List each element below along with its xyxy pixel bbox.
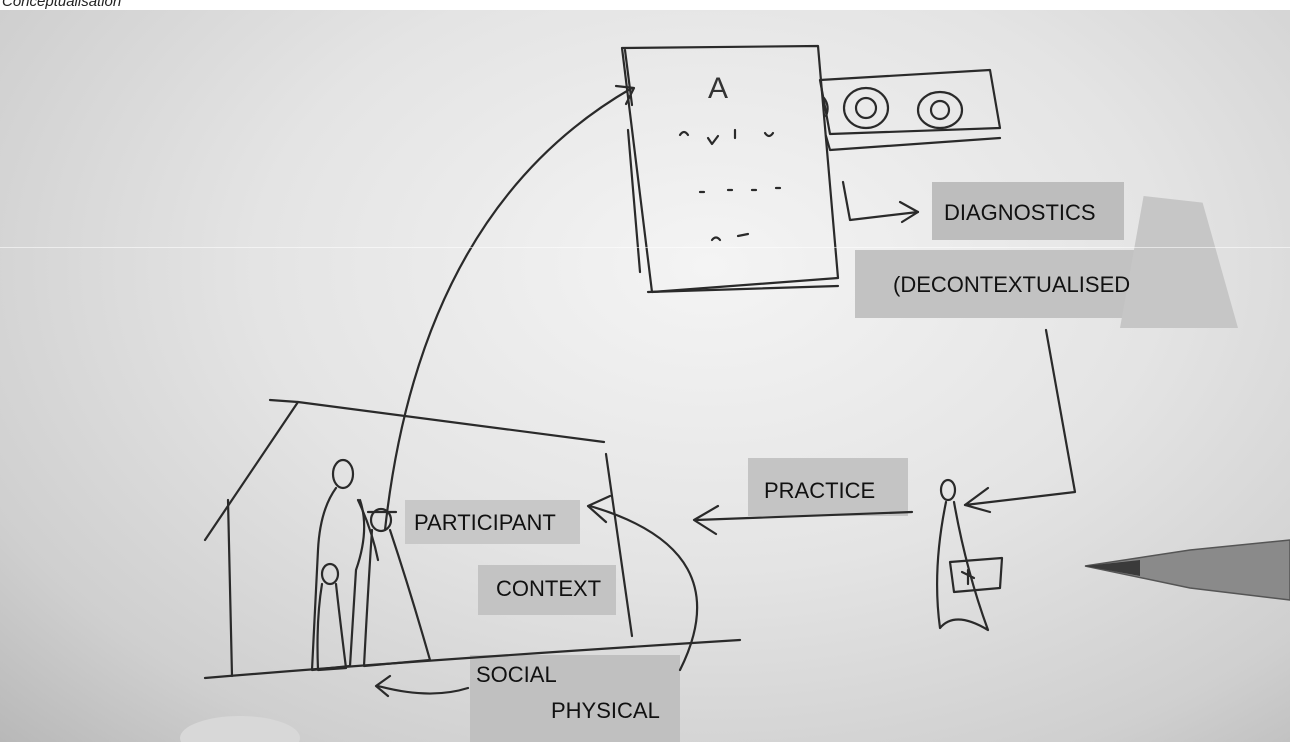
family-figures-icon bbox=[310, 458, 432, 672]
practice-arrow bbox=[694, 510, 914, 522]
chart-letter-a: A bbox=[708, 72, 728, 105]
label-decontextualised: (DECONTEXTUALISED bbox=[893, 272, 1131, 297]
label-practice: PRACTICE bbox=[764, 478, 876, 503]
label-diagnostics: DIAGNOSTICS bbox=[944, 200, 1096, 225]
context-patch bbox=[478, 565, 616, 615]
participant-patch bbox=[405, 500, 580, 544]
participant-to-chart-arrow bbox=[383, 86, 634, 532]
label-context: CONTEXT bbox=[496, 576, 602, 601]
practice-patch bbox=[748, 458, 908, 516]
physical-to-participant-arrow bbox=[588, 504, 699, 672]
social-physical-patch bbox=[470, 655, 680, 742]
diagnostics-patch bbox=[932, 182, 1124, 240]
label-physical: PHYSICAL bbox=[551, 698, 660, 723]
figure-caption: Conceptualisation bbox=[2, 0, 122, 10]
blurred-object bbox=[180, 716, 300, 742]
eyes-icon bbox=[818, 68, 1002, 152]
diagnostics-arrow bbox=[841, 180, 920, 222]
practitioner-figure-icon bbox=[936, 478, 1004, 632]
label-social: SOCIAL bbox=[476, 662, 557, 687]
whiteboard-photo: A DIAGNOSTICS (DECONTEXTUALISED PRACTICE… bbox=[0, 10, 1290, 742]
eye-chart-icon bbox=[620, 44, 840, 294]
decontext-to-practitioner-arrow bbox=[963, 328, 1077, 507]
pencil-icon bbox=[1084, 539, 1290, 601]
social-arrow bbox=[376, 684, 470, 695]
house-icon bbox=[203, 398, 742, 680]
pencil-sketch: A bbox=[180, 44, 1290, 742]
label-participant: PARTICIPANT bbox=[414, 510, 556, 535]
